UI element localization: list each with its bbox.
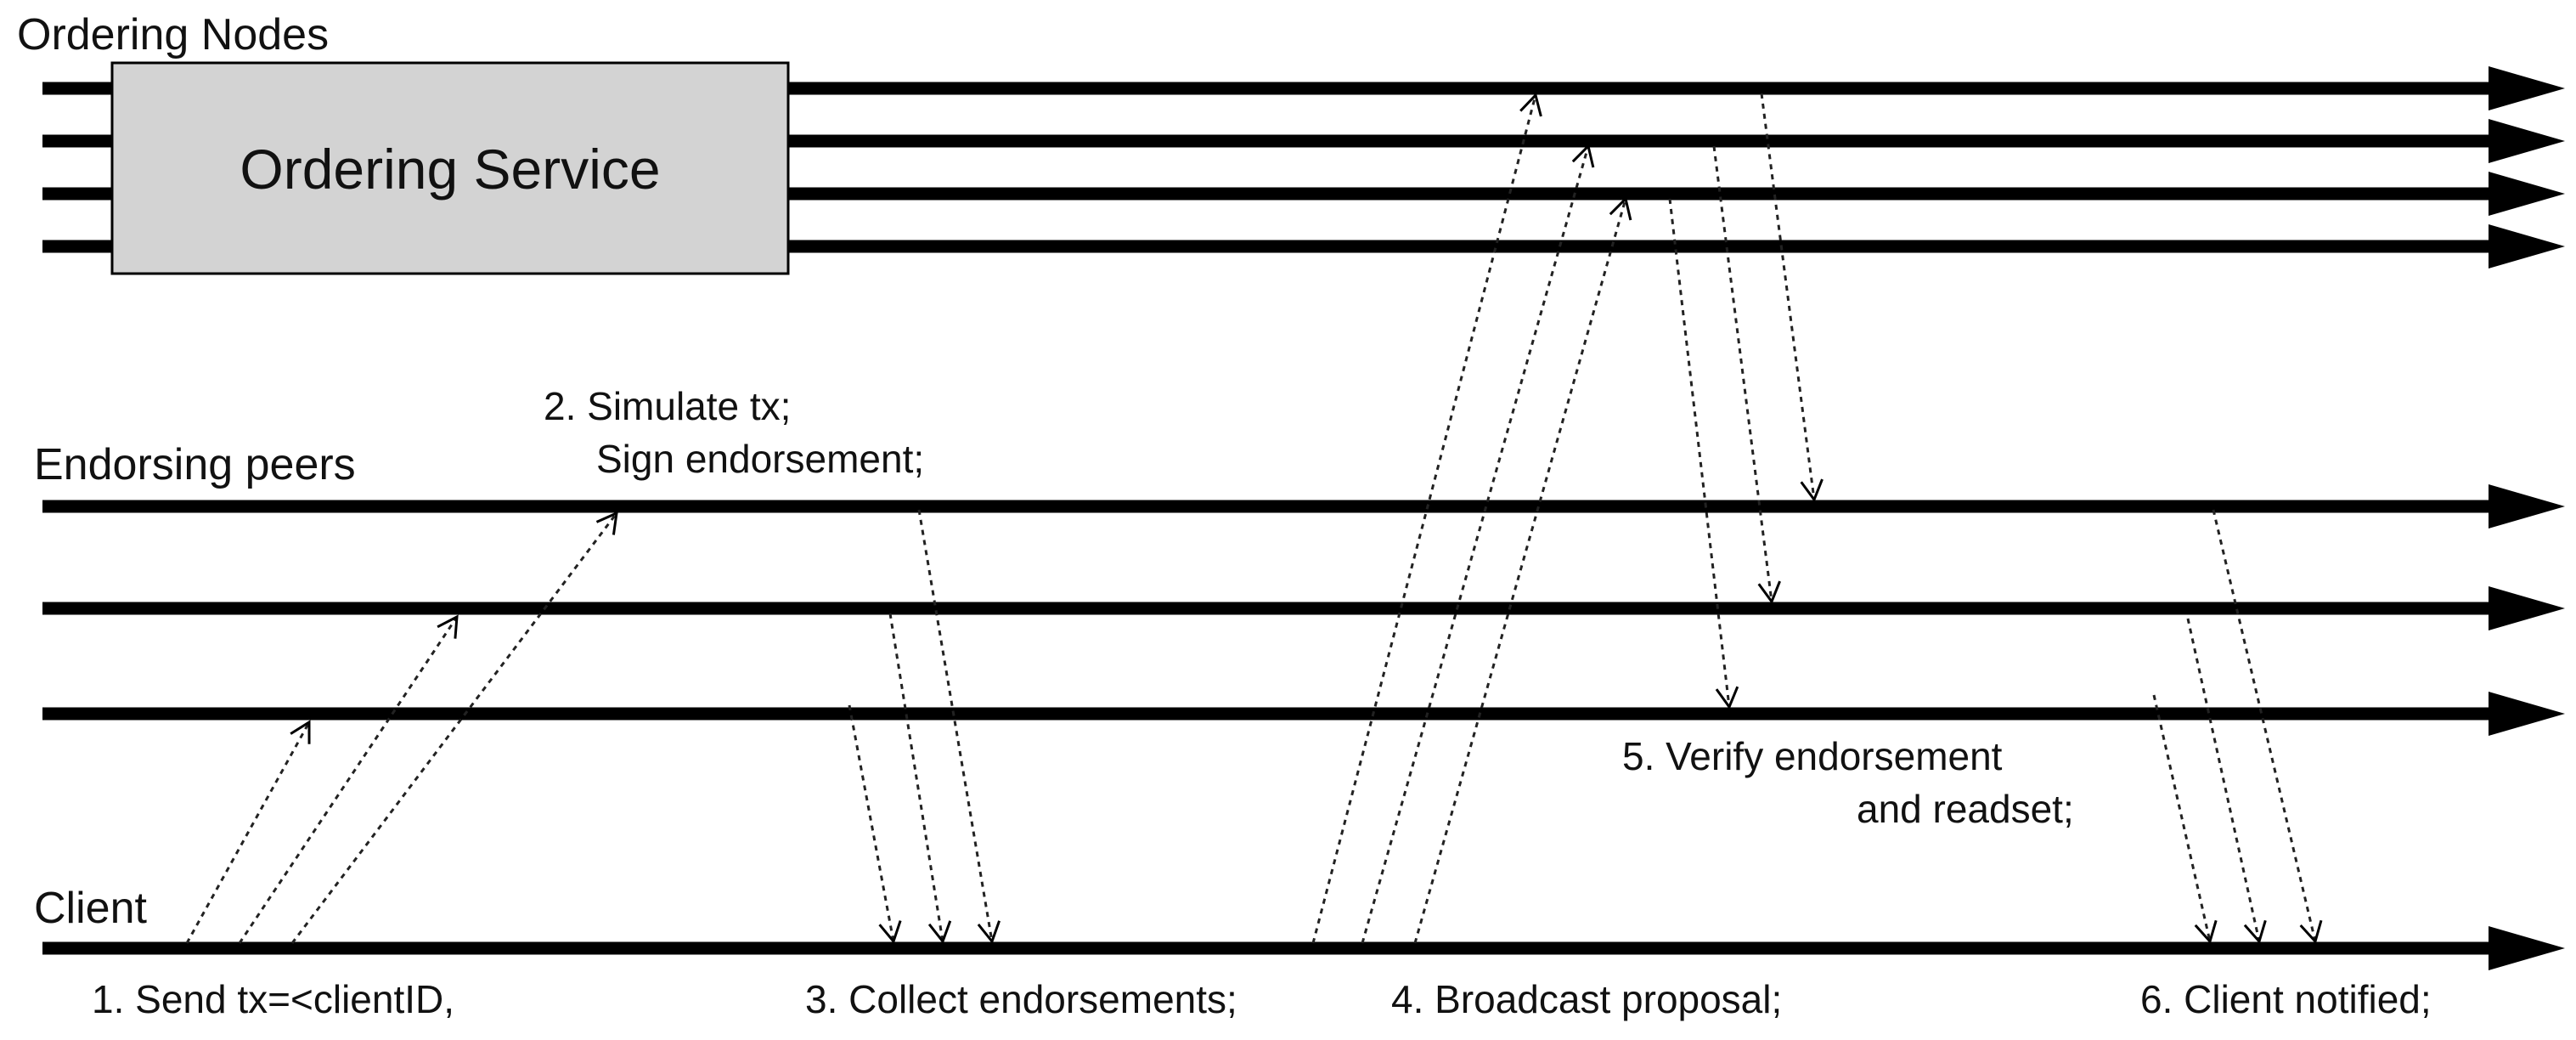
step-2-label-line-1: 2. Simulate tx;: [544, 384, 791, 428]
arrow-endorsement-from-peer-1: [917, 509, 1001, 945]
ordering-node-arrowhead-4: [2489, 224, 2565, 268]
ordering-node-arrowhead-3: [2489, 172, 2565, 216]
arrow-endorsement-from-peer-3: [848, 704, 902, 945]
arrow-notify-from-peer-1: [2212, 509, 2323, 945]
arrow-broadcast-to-orderer-1: [1311, 93, 1542, 944]
lane-label-client: Client: [34, 884, 147, 933]
endorsing-peer-arrowhead-3: [2489, 692, 2565, 736]
arrow-send-tx-to-peer-1: [290, 511, 618, 944]
client-arrowhead: [2489, 926, 2565, 970]
endorsing-peer-lines: [42, 484, 2565, 736]
arrow-endorsement-from-peer-2: [888, 613, 952, 945]
step-5-label-line-2: and readset;: [1857, 787, 2074, 831]
arrow-deliver-to-peer-1: [1760, 93, 1823, 503]
step-1-label: 1. Send tx=<clientID,: [92, 977, 454, 1021]
endorsing-peer-arrowhead-1: [2489, 484, 2565, 528]
ordering-service-box: [110, 61, 790, 275]
step-5-label-line-1: 5. Verify endorsement: [1622, 734, 2003, 778]
arrow-send-tx-to-peer-3: [185, 720, 311, 944]
arrow-notify-from-peer-2: [2186, 618, 2267, 945]
step-6-label: 6. Client notified;: [2140, 977, 2432, 1021]
ordering-service-label: Ordering Service: [240, 138, 660, 201]
arrow-broadcast-to-orderer-3: [1413, 196, 1632, 944]
arrow-deliver-to-peer-2: [1712, 145, 1781, 605]
step-3-label: 3. Collect endorsements;: [805, 977, 1237, 1021]
lane-label-endorsing-peers: Endorsing peers: [34, 440, 356, 489]
lane-label-ordering-nodes: Ordering Nodes: [17, 10, 329, 59]
arrow-notify-from-peer-3: [2152, 694, 2218, 945]
step-2-label-line-2: Sign endorsement;: [596, 437, 924, 481]
arrow-deliver-to-peer-3: [1668, 198, 1739, 710]
message-arrows: [185, 93, 2323, 945]
step-4-label: 4. Broadcast proposal;: [1391, 977, 1782, 1021]
endorsing-peer-arrowhead-2: [2489, 586, 2565, 630]
ordering-node-arrowhead-2: [2489, 119, 2565, 163]
arrow-send-tx-to-peer-2: [238, 614, 459, 944]
ordering-node-arrowhead-1: [2489, 66, 2565, 110]
arrow-broadcast-to-orderer-2: [1361, 144, 1595, 944]
